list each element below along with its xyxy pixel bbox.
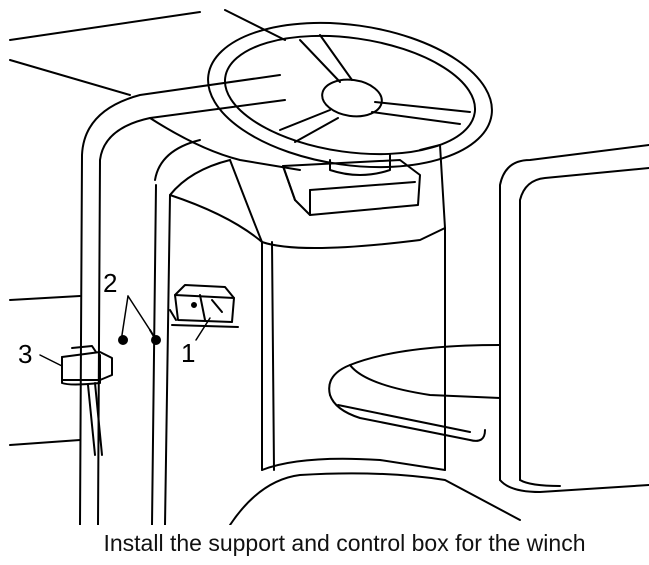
winch-support-bracket xyxy=(169,284,239,328)
steering-wheel xyxy=(207,21,493,169)
steering-column xyxy=(282,154,421,216)
console-housing xyxy=(79,74,521,525)
callout-2: 2 xyxy=(103,268,117,298)
figure-caption: Install the support and control box for … xyxy=(0,528,649,565)
callout-3: 3 xyxy=(18,339,32,369)
winch-control-box xyxy=(61,345,113,456)
callout-leaders xyxy=(39,295,211,367)
vehicle-body-panels xyxy=(9,9,286,446)
figure-caption-text: Install the support and control box for … xyxy=(103,530,586,556)
winch-install-diagram: 2 3 1 xyxy=(9,9,649,525)
callout-1: 1 xyxy=(181,338,195,368)
mounting-fasteners xyxy=(118,329,161,345)
seat xyxy=(328,144,649,493)
